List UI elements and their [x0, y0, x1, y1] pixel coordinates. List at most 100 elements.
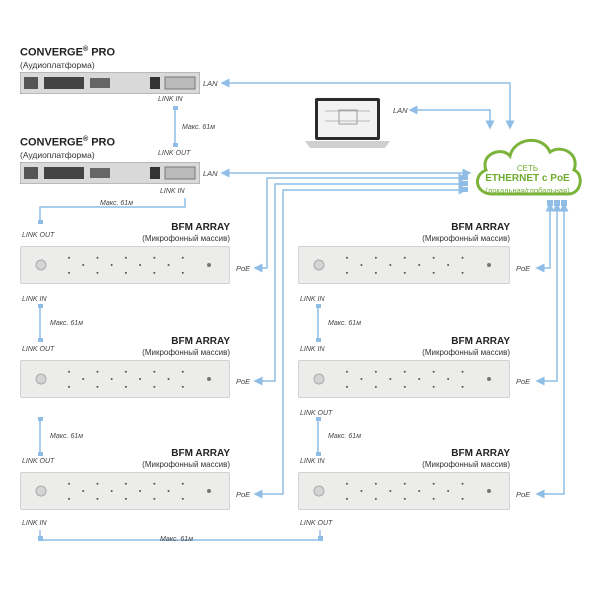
cloud-line2: ETHERNET с PoE: [485, 173, 570, 184]
mic-dot: [167, 264, 170, 266]
cloud-line1: СЕТЬ: [516, 164, 539, 173]
mic-dot: [124, 385, 127, 388]
link-in-label-a6: LINK IN: [300, 458, 325, 465]
mic-dot: [68, 497, 70, 500]
poe-label-a6: PoE: [516, 490, 531, 499]
mic-dot: [68, 370, 70, 373]
mic-dot: [374, 497, 377, 500]
mic-dot: [110, 490, 113, 492]
mic-dot: [403, 256, 406, 259]
array-led: [487, 377, 491, 381]
mic-dot: [110, 378, 113, 380]
mic-dot: [360, 490, 363, 492]
mic-dot: [96, 271, 99, 274]
array-led: [207, 489, 211, 493]
link-out-label-a2: LINK OUT: [22, 346, 55, 353]
mic-dot: [403, 271, 406, 274]
mic-dot: [432, 385, 435, 388]
converge-2-title: CONVERGE® PRO: [20, 136, 116, 149]
array-port: [35, 485, 47, 497]
mic-dot: [124, 482, 127, 485]
mic-dot: [432, 256, 435, 259]
array-6-title: BFM ARRAY: [451, 448, 510, 459]
lan-label-laptop: LAN: [393, 106, 408, 115]
link-out-label-converge: LINK OUT: [158, 150, 191, 157]
array-3-subtitle: (Микрофонный массив): [142, 460, 230, 469]
mic-dot: [418, 490, 421, 492]
array-1-subtitle: (Микрофонный массив): [142, 234, 230, 243]
mic-dot: [418, 378, 421, 380]
mic-dot: [153, 497, 156, 500]
mic-dot: [110, 264, 113, 266]
microphone-array-icon: [298, 360, 510, 398]
array-5-subtitle: (Микрофонный массив): [422, 348, 510, 357]
array-led: [487, 489, 491, 493]
max-label-bottom: Макс. 61м: [160, 536, 194, 543]
mic-dot: [461, 256, 464, 259]
mic-dot: [181, 370, 184, 373]
mic-dot: [346, 497, 348, 500]
mic-dot: [124, 497, 127, 500]
array-port: [35, 373, 47, 385]
mic-dot: [124, 370, 127, 373]
mic-dot: [68, 482, 70, 485]
microphone-array-icon: [298, 246, 510, 284]
mic-dot: [374, 271, 377, 274]
mic-dot: [181, 497, 184, 500]
link-in-label-converge: LINK IN: [158, 96, 183, 103]
mic-dot: [96, 385, 99, 388]
poe-label-a1: PoE: [236, 264, 251, 273]
array-detail: [313, 256, 491, 274]
array-detail: [35, 482, 211, 500]
mic-dot: [139, 378, 142, 380]
mic-dot: [418, 264, 421, 266]
mic-dot: [82, 490, 85, 492]
mic-dot: [432, 497, 435, 500]
link-in-label-a3: LINK IN: [22, 520, 47, 527]
link-out-label-a3: LINK OUT: [22, 458, 55, 465]
mic-dot: [68, 385, 70, 388]
rack-unit-icon: [20, 72, 200, 94]
mic-dot: [403, 482, 406, 485]
mic-dot: [461, 271, 464, 274]
converge-1-subtitle: (Аудиоплатформа): [20, 60, 95, 70]
mic-dot: [374, 256, 377, 259]
mic-dot: [389, 378, 392, 380]
mic-dot: [360, 378, 363, 380]
mic-dot: [403, 497, 406, 500]
poe-label-a2: PoE: [236, 377, 251, 386]
array-port: [313, 373, 325, 385]
mic-dot: [139, 264, 142, 266]
array-4-title: BFM ARRAY: [451, 222, 510, 233]
array-detail: [35, 370, 211, 388]
link-in-label-a5: LINK IN: [300, 346, 325, 353]
max-label-a4: Макс. 61м: [328, 320, 362, 327]
link-out-label-a6: LINK OUT: [300, 520, 333, 527]
max-label-a1: Макс. 61м: [50, 320, 84, 327]
mic-dot: [461, 370, 464, 373]
mic-dot: [68, 271, 70, 274]
mic-dot: [432, 482, 435, 485]
mic-dot: [96, 370, 99, 373]
mic-dot: [346, 271, 348, 274]
mic-dot: [153, 370, 156, 373]
mic-dot: [360, 264, 363, 266]
poe-label-a3: PoE: [236, 490, 251, 499]
mic-dot: [167, 378, 170, 380]
mic-dot: [432, 271, 435, 274]
array-led: [207, 377, 211, 381]
mic-dot: [153, 256, 156, 259]
array-2-subtitle: (Микрофонный массив): [142, 348, 230, 357]
max-label-converge: Макс. 61м: [182, 124, 216, 131]
mic-dot: [447, 264, 450, 266]
mic-dot: [461, 482, 464, 485]
mic-dot: [96, 482, 99, 485]
max-label-a5: Макс. 61м: [328, 433, 362, 440]
array-port: [313, 259, 325, 271]
array-1-title: BFM ARRAY: [171, 222, 230, 233]
link-in-label-a1: LINK IN: [22, 296, 47, 303]
mic-dot: [153, 385, 156, 388]
rack-unit-icon: [20, 162, 200, 184]
array-detail: [313, 370, 491, 388]
